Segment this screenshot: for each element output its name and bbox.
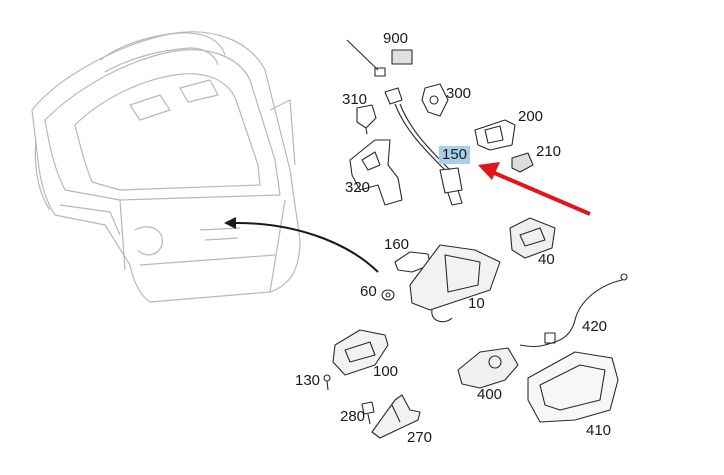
label-150-highlighted[interactable]: 150 bbox=[439, 146, 471, 164]
part-200-bracket[interactable] bbox=[474, 119, 516, 151]
highlight-arrow bbox=[478, 162, 591, 216]
label-160[interactable]: 160 bbox=[384, 236, 410, 253]
label-320[interactable]: 320 bbox=[345, 179, 371, 196]
part-310-clip[interactable] bbox=[356, 104, 377, 135]
part-60-nut[interactable] bbox=[381, 289, 395, 301]
part-420-cable[interactable] bbox=[519, 273, 628, 348]
part-150-wiring-harness[interactable] bbox=[384, 87, 463, 206]
part-210-clip[interactable] bbox=[511, 152, 534, 173]
label-100[interactable]: 100 bbox=[373, 363, 399, 380]
label-130[interactable]: 130 bbox=[295, 372, 321, 389]
label-410[interactable]: 410 bbox=[586, 422, 612, 439]
part-320-mounting-bracket[interactable] bbox=[349, 139, 403, 206]
part-270-striker-plate[interactable] bbox=[371, 394, 421, 439]
part-400-actuator[interactable] bbox=[457, 347, 519, 389]
part-100-lock[interactable] bbox=[332, 329, 389, 376]
part-410-cover[interactable] bbox=[527, 351, 619, 423]
part-300-connector[interactable] bbox=[421, 83, 449, 117]
label-270[interactable]: 270 bbox=[407, 429, 433, 446]
part-900-cable-tie[interactable] bbox=[346, 39, 413, 77]
tailgate-illustration bbox=[31, 31, 301, 303]
label-310[interactable]: 310 bbox=[342, 91, 368, 108]
install-location-arrow bbox=[224, 217, 379, 273]
label-300[interactable]: 300 bbox=[446, 85, 472, 102]
part-40-switch[interactable] bbox=[509, 217, 556, 259]
part-130-screw[interactable] bbox=[323, 374, 331, 391]
label-280[interactable]: 280 bbox=[340, 408, 366, 425]
label-200[interactable]: 200 bbox=[518, 108, 544, 125]
label-400[interactable]: 400 bbox=[477, 386, 503, 403]
part-280-bolt[interactable] bbox=[361, 401, 375, 425]
label-420[interactable]: 420 bbox=[582, 318, 608, 335]
label-40[interactable]: 40 bbox=[538, 251, 555, 268]
part-10-handle-assembly[interactable] bbox=[409, 244, 501, 323]
label-10[interactable]: 10 bbox=[468, 295, 485, 312]
label-900[interactable]: 900 bbox=[383, 30, 409, 47]
label-210[interactable]: 210 bbox=[536, 143, 562, 160]
label-60[interactable]: 60 bbox=[360, 283, 377, 300]
